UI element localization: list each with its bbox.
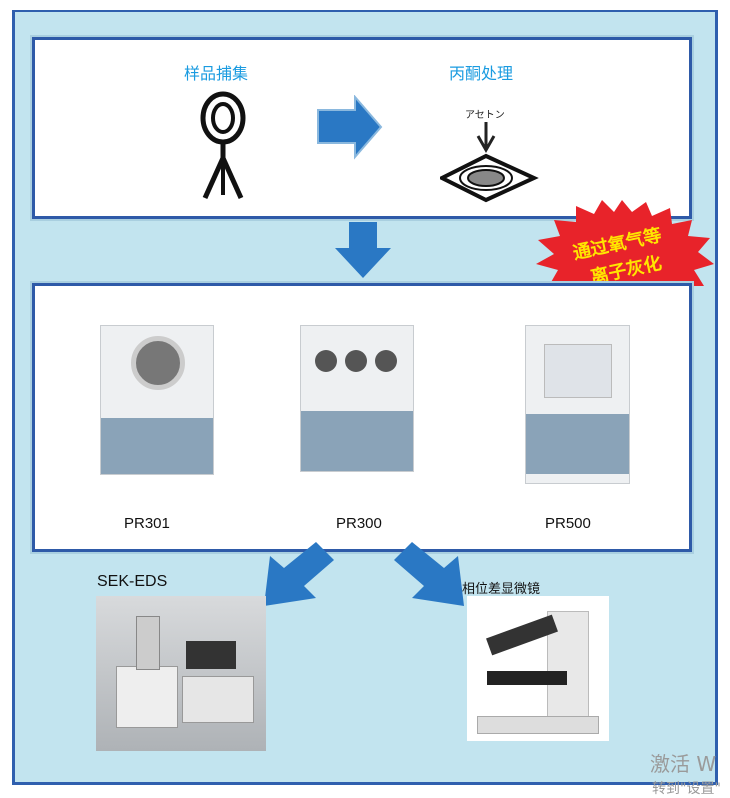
burst-badge	[536, 200, 714, 306]
device-pr500-image	[525, 325, 630, 484]
sek-eds-label: SEK-EDS	[97, 573, 168, 590]
device-pr300-label: PR300	[336, 515, 382, 532]
activation-watermark-line2: 转到"设置"	[652, 781, 721, 797]
acetone-treatment-icon	[440, 122, 539, 203]
acetone-text: アセトン	[465, 110, 505, 121]
device-pr500-label: PR500	[545, 515, 591, 532]
sek-eds-image	[96, 596, 266, 751]
sampler-icon	[200, 91, 246, 200]
microscope-image	[467, 596, 609, 741]
right-arrow-icon	[317, 95, 383, 160]
down-left-arrow-icon	[264, 542, 334, 606]
device-pr300-image	[300, 325, 414, 472]
down-arrow-icon	[335, 222, 391, 278]
device-pr301-image	[100, 325, 214, 475]
step-sample-collection-label: 样品捕集	[184, 64, 249, 83]
step-acetone-label: 丙酮处理	[449, 64, 514, 83]
phase-contrast-microscope-label: 相位差显微镜	[462, 581, 541, 596]
down-right-arrow-icon	[394, 542, 464, 606]
activation-watermark-line1: 激活 W	[650, 752, 717, 776]
device-pr301-label: PR301	[124, 515, 170, 532]
